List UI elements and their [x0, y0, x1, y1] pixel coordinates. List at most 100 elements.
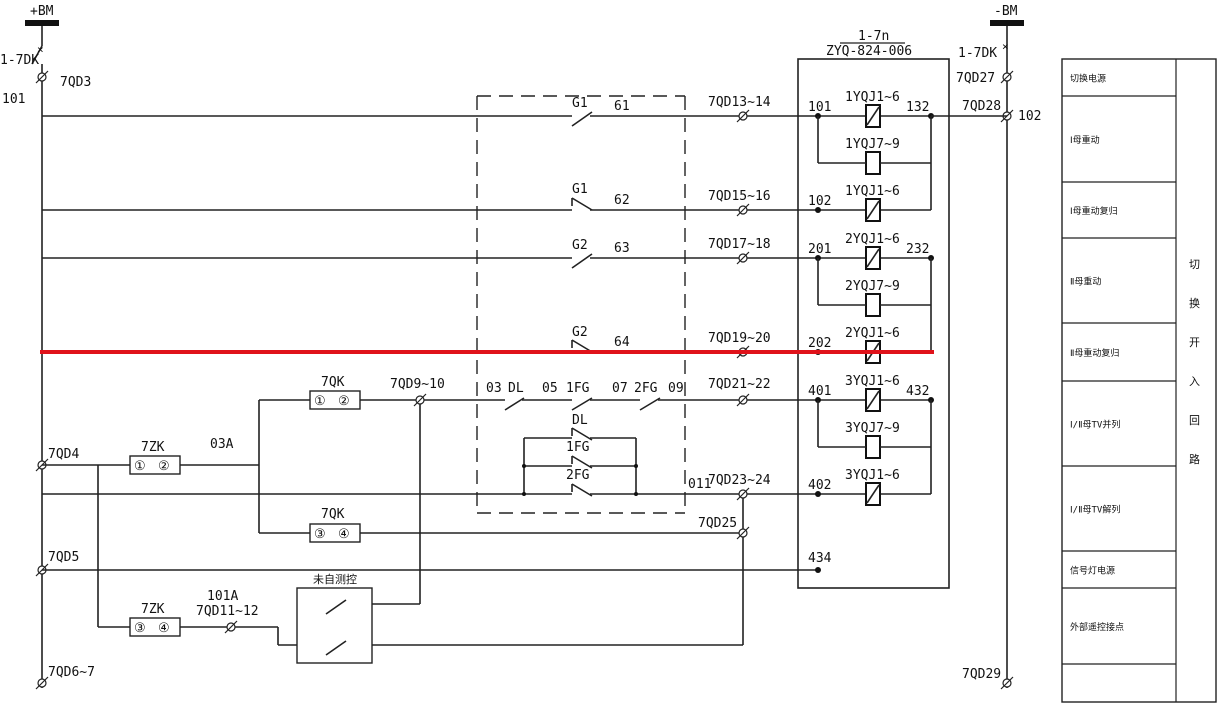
wire-101a: 101A	[207, 589, 238, 604]
side-panel-row-label: Ⅰ母重动	[1070, 134, 1100, 146]
side-panel-row-label: Ⅰ母重动复归	[1070, 205, 1118, 217]
svg-text:×: ×	[1002, 40, 1009, 53]
terminal-7qd21-22: 7QD21~22	[708, 377, 771, 392]
relay-label: 3YQJ1~6	[845, 374, 900, 389]
switch-7qk-bottom-pin2: ④	[338, 527, 350, 542]
relay-label: 2YQJ7~9	[845, 279, 900, 294]
wire-61: 61	[614, 99, 630, 114]
switch-7qk-top: 7QK ① ②	[309, 375, 361, 410]
positive-bus-label: +BM	[30, 4, 54, 19]
relay-coil	[865, 151, 881, 175]
terminal-7qd5: 7QD5	[48, 550, 79, 565]
positive-bus: +BM × 1-7DK	[0, 4, 59, 68]
switch-7zk-bottom: 7ZK ③ ④	[129, 602, 181, 637]
terminal-7qd4: 7QD4	[48, 447, 79, 462]
contact-g2-a-label: G2	[572, 238, 588, 253]
side-panel-vertical-char: 入	[1189, 375, 1200, 388]
relay-output-number: 132	[906, 100, 929, 115]
relay-output-number: 232	[906, 242, 929, 257]
wire-63: 63	[614, 241, 630, 256]
relay-row: 2YQJ1~6 201 232	[808, 232, 934, 270]
wire-03a: 03A	[210, 437, 234, 452]
contact-g1-a-label: G1	[572, 96, 588, 111]
terminal-7qd27: 7QD27	[956, 71, 995, 86]
negative-bus-label: -BM	[994, 4, 1018, 19]
wire-011: 011	[688, 477, 711, 492]
contact-dl-top: DL	[508, 381, 524, 396]
side-panel-row-label: 信号灯电源	[1070, 565, 1115, 577]
relay-label: 2YQJ1~6	[845, 326, 900, 341]
relay-label: 1YQJ7~9	[845, 137, 900, 152]
relay-input-number: 102	[808, 194, 831, 209]
side-panel-row-label: 切换电源	[1070, 73, 1106, 85]
switch-7zk-top: 7ZK ① ②	[129, 440, 181, 475]
side-panel-row-label: Ⅰ/Ⅱ母TV解列	[1070, 504, 1120, 516]
wire-64: 64	[614, 335, 630, 350]
branch-terminals: 7QD13~14 7QD15~16 7QD17~18 7QD19~20 7QD2…	[196, 95, 771, 634]
switch-7zk-bottom-pin2: ④	[158, 621, 170, 636]
relay-label: 3YQJ7~9	[845, 421, 900, 436]
side-panel-vertical-char: 开	[1189, 336, 1200, 349]
interlock-box	[476, 95, 686, 514]
side-panel-vertical-char: 路	[1189, 453, 1200, 466]
terminal-7qd25: 7QD25	[698, 516, 737, 531]
relay-node	[815, 207, 821, 213]
side-panel-row-label: Ⅱ母重动复归	[1070, 347, 1119, 359]
relay-label: 3YQJ1~6	[845, 468, 900, 483]
contact-dl-mid: DL	[572, 413, 588, 428]
relay-input-number: 201	[808, 242, 831, 257]
switch-7qk-bottom: 7QK ③ ④	[309, 507, 361, 543]
side-panel-vertical-char: 回	[1189, 414, 1200, 427]
switch-7qk-top-pin2: ②	[338, 394, 350, 409]
relay-input-number: 202	[808, 336, 831, 351]
left-breaker-label: 1-7DK	[0, 53, 39, 68]
switch-7qk-top-label: 7QK	[321, 375, 345, 390]
relay-box: 1-7n ZYQ-824-006	[797, 29, 950, 589]
contact-2fg-mid: 2FG	[566, 468, 590, 483]
side-panel-row-label: Ⅱ母重动	[1070, 276, 1101, 288]
right-breaker-label: 1-7DK	[958, 46, 997, 61]
terminal-7qd13-14: 7QD13~14	[708, 95, 771, 110]
terminal-7qd11-12: 7QD11~12	[196, 604, 259, 619]
contact-g1-b-label: G1	[572, 182, 588, 197]
relay-row: 3YQJ1~6 402	[808, 468, 931, 506]
terminal-7qd6-7: 7QD6~7	[48, 665, 95, 680]
terminal-7qd23-24: 7QD23~24	[708, 473, 771, 488]
wire-101-left: 101	[2, 92, 25, 107]
terminal-7qd9-10: 7QD9~10	[390, 377, 445, 392]
terminal-7qd28: 7QD28	[962, 99, 1001, 114]
relay-row: 2YQJ1~6 202	[808, 326, 931, 364]
relay-box-title: 1-7n	[858, 29, 889, 44]
relay-row: 3YQJ7~9	[845, 421, 900, 459]
switch-7zk-bottom-label: 7ZK	[141, 602, 165, 617]
relay-row: 1YQJ7~9	[845, 137, 900, 175]
wire-03: 03	[486, 381, 502, 396]
side-panel-row-label: Ⅰ/Ⅱ母TV并列	[1070, 419, 1120, 431]
relay-coil	[865, 435, 881, 459]
switch-7zk-bottom-pin1: ③	[134, 621, 146, 636]
switch-7qk-top-pin1: ①	[314, 394, 326, 409]
relay-coil	[865, 293, 881, 317]
side-panel-row-label: 外部遥控接点	[1070, 621, 1124, 633]
contact-2fg-top: 2FG	[634, 381, 658, 396]
side-panel-vertical-char: 换	[1189, 296, 1200, 310]
relay-label: 2YQJ1~6	[845, 232, 900, 247]
switch-7zk-top-label: 7ZK	[141, 440, 165, 455]
terminal-7qd15-16: 7QD15~16	[708, 189, 771, 204]
relay-input-number: 402	[808, 478, 831, 493]
switch-7qk-bottom-pin1: ③	[314, 527, 326, 542]
switch-7qk-bottom-label: 7QK	[321, 507, 345, 522]
contact-g1-a: G1 61	[571, 96, 630, 127]
switch-7zk-top-pin2: ②	[158, 459, 170, 474]
side-panel-vertical-char: 切	[1189, 258, 1200, 271]
wire-09: 09	[668, 381, 684, 396]
node-434: 434	[808, 551, 832, 566]
svg-text:×: ×	[37, 43, 44, 56]
relay-input-number: 101	[808, 100, 831, 115]
contact-g2-a: G2 63	[571, 238, 630, 269]
parallel-contacts: DL 1FG 2FG	[522, 413, 638, 497]
